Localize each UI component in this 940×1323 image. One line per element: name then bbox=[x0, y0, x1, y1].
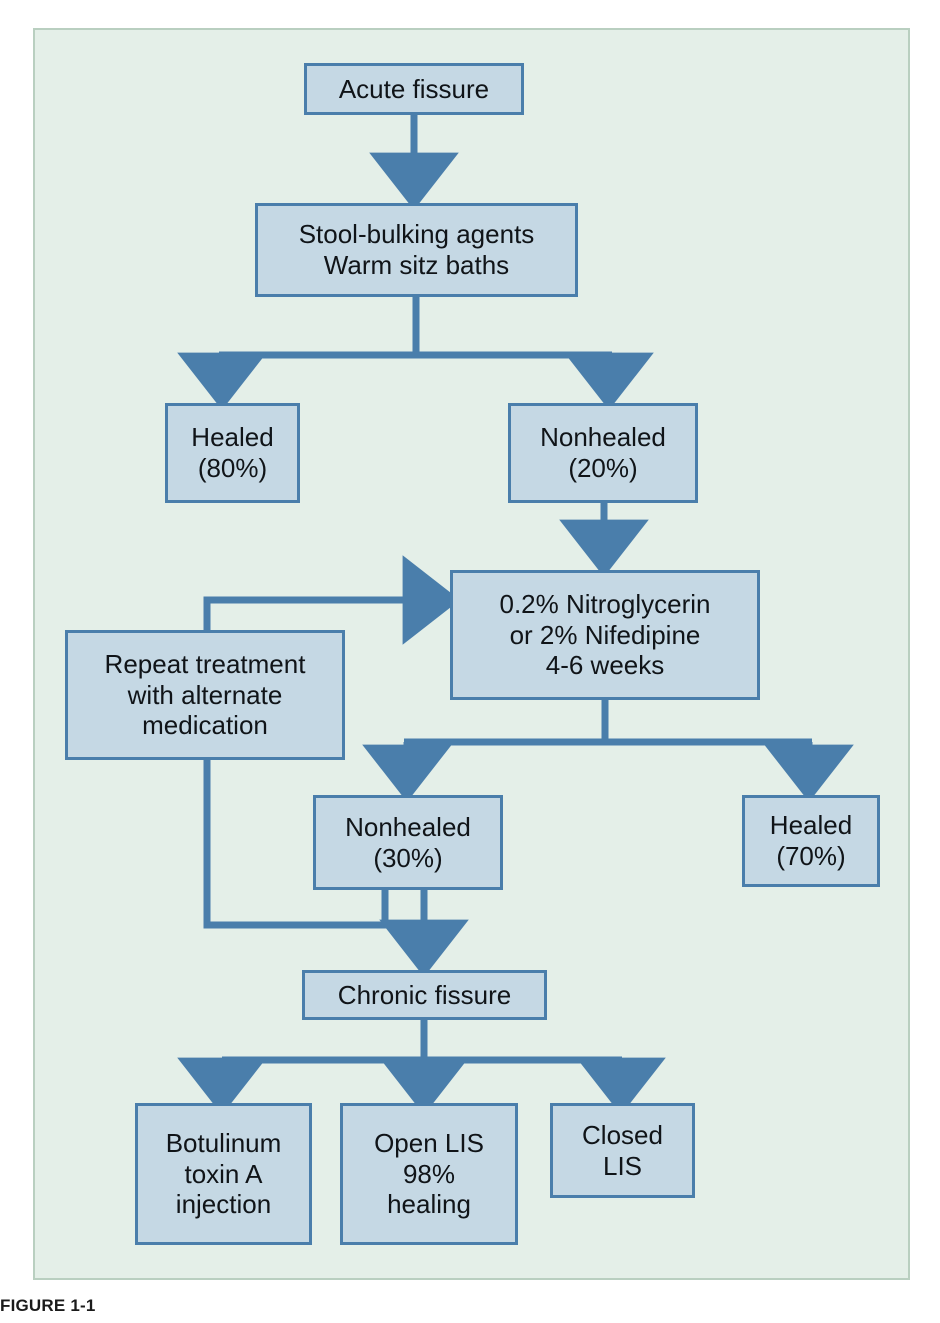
node-label-line: 98% bbox=[402, 1158, 456, 1189]
node-healed-70[interactable]: Healed(70%) bbox=[742, 795, 880, 887]
node-label-line: Closed bbox=[582, 1119, 663, 1150]
node-label-line: toxin A bbox=[184, 1158, 263, 1189]
node-label-line: Open LIS bbox=[374, 1127, 484, 1158]
node-label-line: Healed bbox=[191, 422, 274, 453]
edge-medical-bus bbox=[404, 700, 812, 746]
node-label-line: Botulinum bbox=[165, 1127, 282, 1158]
node-nonhealed-20[interactable]: Nonhealed(20%) bbox=[508, 403, 698, 503]
edge-feedback-nonhealed30-to-repeat bbox=[203, 760, 389, 929]
node-healed-80[interactable]: Healed(80%) bbox=[165, 403, 300, 503]
node-label-line: injection bbox=[175, 1189, 272, 1220]
node-chronic-fissure[interactable]: Chronic fissure bbox=[302, 970, 547, 1020]
node-label-line: (20%) bbox=[568, 453, 638, 483]
node-label-line: with alternate bbox=[127, 679, 283, 710]
node-label-line: healing bbox=[387, 1189, 471, 1220]
node-label-line: Nonhealed bbox=[345, 811, 471, 842]
figure-caption: FIGURE 1-1 bbox=[0, 1296, 96, 1315]
node-label-line: (30%) bbox=[373, 842, 443, 873]
node-label-line: medication bbox=[142, 710, 268, 741]
node-label-line: Chronic fissure bbox=[337, 979, 512, 1010]
edge-feedback-repeat-to-medical bbox=[203, 555, 460, 645]
node-label-line: Warm sitz baths bbox=[323, 250, 510, 280]
node-label: Nonhealed(30%) bbox=[333, 812, 483, 873]
node-label: Healed(80%) bbox=[179, 422, 285, 483]
node-label-line: (80%) bbox=[197, 453, 268, 483]
node-label-line: Repeat treatment bbox=[104, 648, 306, 679]
node-label: Nonhealed(20%) bbox=[528, 422, 678, 483]
node-label-line: Acute fissure bbox=[338, 73, 490, 104]
node-acute-fissure[interactable]: Acute fissure bbox=[304, 63, 524, 115]
node-label-line: or 2% Nifedipine bbox=[509, 619, 701, 650]
node-label: Chronic fissure bbox=[326, 980, 523, 1011]
edge-chronic-bus bbox=[222, 1020, 622, 1064]
node-label-line: Nonhealed bbox=[540, 422, 666, 453]
node-label-line: 4-6 weeks bbox=[545, 650, 665, 681]
node-label: Healed(70%) bbox=[758, 810, 864, 871]
node-label-line: (70%) bbox=[776, 841, 846, 871]
node-label-line: 0.2% Nitroglycerin bbox=[499, 588, 711, 619]
node-nonhealed-30[interactable]: Nonhealed(30%) bbox=[313, 795, 503, 890]
node-label-line: Healed bbox=[769, 810, 853, 841]
node-label-line: LIS bbox=[602, 1150, 643, 1181]
edge-conservative-bus bbox=[219, 297, 612, 359]
node-label: Acute fissure bbox=[327, 74, 501, 105]
node-label-line: Stool-bulking agents bbox=[298, 219, 535, 250]
